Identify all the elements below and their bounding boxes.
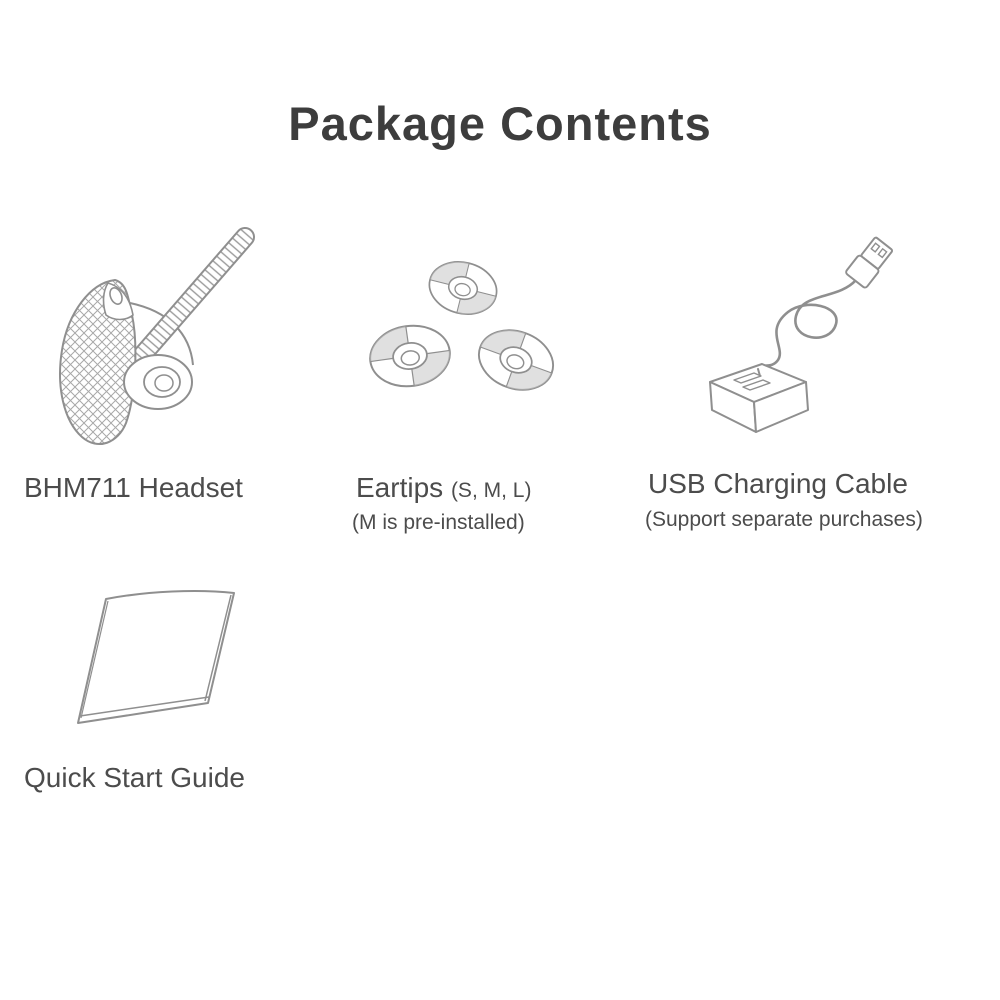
page-title: Package Contents bbox=[288, 97, 712, 150]
usb-cable-label-text: USB Charging Cable bbox=[648, 468, 908, 499]
eartips-note: (M is pre-installed) bbox=[352, 511, 525, 534]
eartips-label-text: Eartips bbox=[356, 472, 444, 503]
guide-label: Quick Start Guide bbox=[24, 762, 245, 794]
multifunction-button bbox=[109, 287, 123, 305]
headset-figure bbox=[30, 225, 280, 455]
charging-cradle bbox=[709, 363, 809, 433]
usb-cable-figure bbox=[690, 232, 950, 452]
eartips-sizes-text: (S, M, L) bbox=[450, 479, 532, 502]
headset-body bbox=[59, 278, 137, 446]
eartip-medium bbox=[422, 254, 504, 322]
headset-eartip bbox=[123, 354, 193, 410]
usb-cable-note: (Support separate purchases) bbox=[645, 508, 923, 531]
cable-coil bbox=[756, 278, 858, 371]
boom-microphone bbox=[117, 227, 255, 382]
headset-label: BHM711 Headset bbox=[24, 472, 243, 504]
eartip-large bbox=[365, 319, 455, 393]
guide-illustration-icon bbox=[77, 590, 235, 724]
usb-cable-illustration-icon bbox=[709, 236, 894, 433]
booklet bbox=[77, 590, 235, 724]
guide-figure bbox=[68, 585, 248, 755]
guide-label-text: Quick Start Guide bbox=[24, 762, 245, 793]
usb-cable-label: USB Charging Cable bbox=[648, 468, 908, 500]
eartips-figure bbox=[358, 250, 568, 410]
headset-label-text: BHM711 Headset bbox=[24, 472, 243, 503]
eartips-illustration-icon bbox=[365, 254, 563, 401]
headset-illustration-icon bbox=[59, 227, 255, 446]
eartip-small bbox=[469, 319, 563, 401]
eartips-label: Eartips (S, M, L) bbox=[356, 472, 531, 504]
usb-plug bbox=[845, 236, 894, 289]
